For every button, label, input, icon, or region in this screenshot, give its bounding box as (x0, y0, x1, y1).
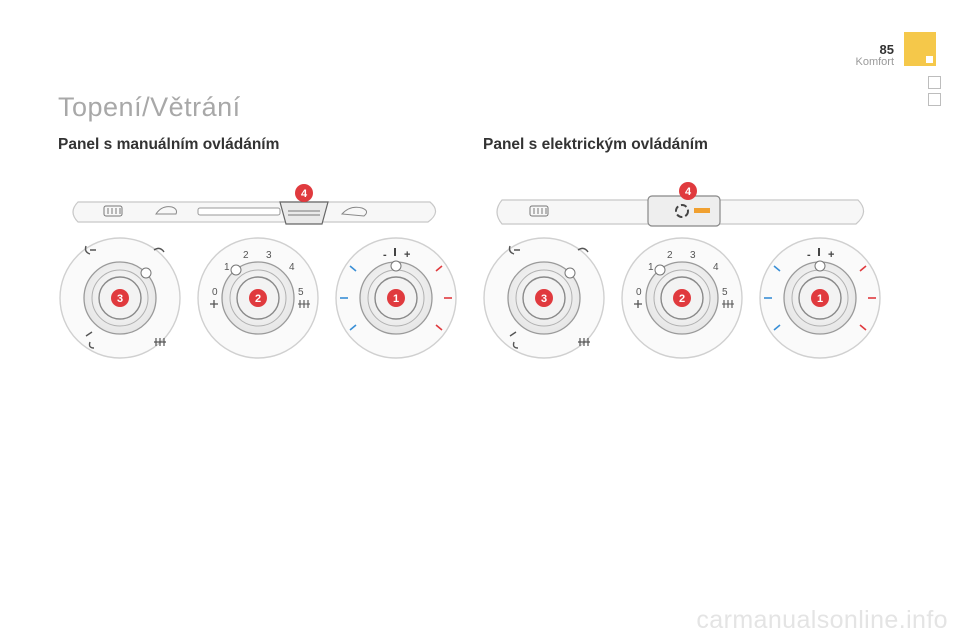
page-number: 85 (879, 42, 894, 57)
temp-minus: - (383, 249, 387, 261)
panel-manual-illustration: 4 3 0 1 2 3 4 5 (58, 178, 458, 373)
callout-3-label: 3 (541, 293, 547, 305)
windscreen-feet-icon (577, 247, 589, 253)
fan-scale-2: 2 (243, 250, 249, 261)
callout-4-label: 4 (685, 186, 692, 198)
callout-2-label: 2 (255, 293, 261, 305)
ac-icon (298, 300, 310, 308)
callout-1-label: 1 (393, 293, 399, 305)
air-distribution-knob: 3 (59, 237, 181, 359)
temp-plus: + (404, 249, 410, 261)
section-tab-empty[interactable] (928, 76, 941, 89)
air-distribution-knob: 3 (483, 237, 605, 359)
fan-scale-4: 4 (289, 262, 295, 273)
callout-4 (295, 184, 313, 202)
cold-mark-1 (773, 265, 781, 272)
fan-scale-2: 2 (667, 250, 673, 261)
air-slider-track (197, 207, 281, 216)
cold-mark-3 (773, 324, 781, 331)
fan-scale-4: 4 (713, 262, 719, 273)
cold-mark-1 (349, 265, 357, 272)
windscreen-defrost-icon (578, 338, 590, 346)
panel-electric-heading: Panel s elektrickým ovládáním (483, 136, 708, 153)
cold-mark-3 (349, 324, 357, 331)
face-vent-icon (509, 331, 519, 349)
section-tab-empty[interactable] (928, 93, 941, 106)
fan-scale-1: 1 (648, 262, 654, 273)
callout-4 (679, 182, 697, 200)
callout-1-label: 1 (817, 293, 823, 305)
outside-air-car-icon (340, 206, 368, 217)
callout-4-label: 4 (301, 188, 308, 200)
recirculation-icon (675, 204, 689, 218)
hot-mark-3 (435, 324, 443, 331)
fan-scale-3: 3 (266, 250, 272, 261)
slider-knob (279, 201, 329, 225)
temperature-knob: - + 1 (335, 237, 457, 359)
panel-electric-illustration: 4 3 0 1 2 3 4 5 (482, 178, 882, 373)
face-vent-icon (85, 331, 95, 349)
section-tab-active[interactable] (904, 32, 936, 66)
hot-mark-1 (859, 265, 867, 272)
ac-icon (722, 300, 734, 308)
watermark: carmanualsonline.info (696, 606, 948, 634)
temperature-knob: - + 1 (759, 237, 881, 359)
fan-scale-1: 1 (224, 262, 230, 273)
hot-mark-1 (435, 265, 443, 272)
callout-2-label: 2 (679, 293, 685, 305)
recirculation-led (694, 208, 710, 213)
feet-vent-icon (84, 245, 96, 255)
rear-defrost-icon (103, 205, 123, 217)
fan-scale-5: 5 (722, 287, 728, 298)
fan-scale-5: 5 (298, 287, 304, 298)
fan-icon (210, 300, 218, 308)
fan-icon (634, 300, 642, 308)
recirculation-car-icon (155, 206, 177, 215)
manual-panel-drawing: 4 3 0 1 2 3 4 5 (59, 184, 457, 359)
fan-scale-0: 0 (636, 287, 642, 298)
fan-scale-0: 0 (212, 287, 218, 298)
windscreen-feet-icon (153, 247, 165, 253)
tab-marker-icon (926, 56, 933, 63)
fan-speed-knob: 0 1 2 3 4 5 2 (197, 237, 319, 359)
temp-minus: - (807, 249, 811, 261)
fan-speed-knob: 0 1 2 3 4 5 2 (621, 237, 743, 359)
callout-3-label: 3 (117, 293, 123, 305)
windscreen-defrost-icon (154, 338, 166, 346)
hot-mark-3 (859, 324, 867, 331)
rear-defrost-icon (529, 205, 549, 217)
electric-panel-drawing: 4 3 0 1 2 3 4 5 (483, 182, 881, 359)
page-title: Topení/Větrání (58, 92, 241, 122)
fan-scale-3: 3 (690, 250, 696, 261)
feet-vent-icon (508, 245, 520, 255)
panel-manual-heading: Panel s manuálním ovládáním (58, 136, 280, 153)
temp-plus: + (828, 249, 834, 261)
section-name: Komfort (855, 56, 894, 68)
